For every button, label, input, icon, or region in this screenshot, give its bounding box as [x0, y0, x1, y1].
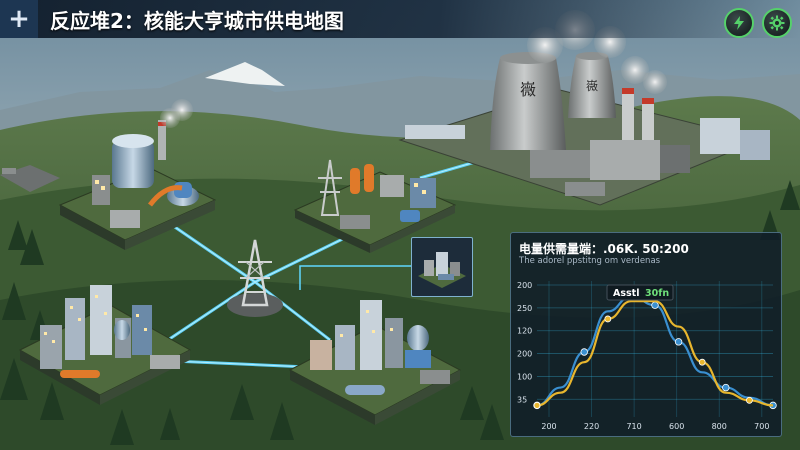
x-axis-ticks: 200 220 710 600 800 700 — [541, 422, 769, 431]
x-tick-label: 800 — [712, 422, 727, 431]
x-tick-label: 220 — [584, 422, 599, 431]
x-tick-label: 700 — [754, 422, 769, 431]
data-point — [745, 396, 753, 404]
data-point — [674, 338, 683, 346]
y-tick-label: 35 — [517, 395, 527, 404]
series-line-1 — [536, 300, 774, 407]
page-title: 反应堆2：核能大亨城市供电地图 — [50, 8, 344, 33]
plus-icon[interactable]: + — [0, 0, 38, 38]
peak-label: Asstl 30fn — [606, 284, 674, 301]
power-supply-chart-panel: 电量供需量端：.06K. 50:200 The adorel ppstitng … — [510, 232, 782, 437]
peak-label-box — [606, 284, 674, 301]
data-point — [722, 383, 730, 392]
chart-series — [533, 292, 777, 410]
settings-button[interactable] — [762, 8, 792, 38]
data-point — [580, 348, 588, 356]
x-tick-label: 600 — [669, 422, 684, 431]
y-axis-ticks: 200 250 120 200 100 35 — [517, 281, 532, 404]
peak-label-text-b: 30fn — [645, 288, 669, 299]
map-thumbnail[interactable] — [411, 237, 473, 297]
building-preview — [418, 252, 466, 288]
top-bar: + 反应堆2：核能大亨城市供电地图 — [0, 0, 800, 38]
data-point — [604, 315, 612, 323]
peak-label-text-a: Asstl — [613, 288, 639, 299]
lightning-icon — [734, 16, 744, 30]
chart-title: 电量供需量端：.06K. 50:200 — [519, 242, 689, 256]
power-button[interactable] — [724, 8, 754, 38]
svg-text:嶶: 嶶 — [586, 79, 598, 93]
x-tick-label: 710 — [626, 422, 641, 431]
data-point — [698, 358, 706, 366]
data-point — [651, 301, 659, 309]
series-line-0 — [536, 294, 774, 407]
x-tick-label: 200 — [541, 422, 556, 431]
data-point — [533, 401, 541, 409]
y-tick-label: 200 — [517, 350, 532, 359]
gear-icon — [769, 15, 785, 31]
svg-text:嶶: 嶶 — [520, 80, 536, 99]
y-tick-label: 250 — [517, 304, 532, 313]
y-tick-label: 100 — [517, 372, 532, 381]
supply-demand-chart: 200 250 120 200 100 35 200 220 710 600 800 700 Ass… — [517, 281, 777, 431]
y-tick-label: 120 — [517, 327, 532, 336]
y-tick-label: 200 — [517, 281, 532, 290]
chart-subtitle: The adorel ppstitng om verdenas — [519, 256, 661, 266]
